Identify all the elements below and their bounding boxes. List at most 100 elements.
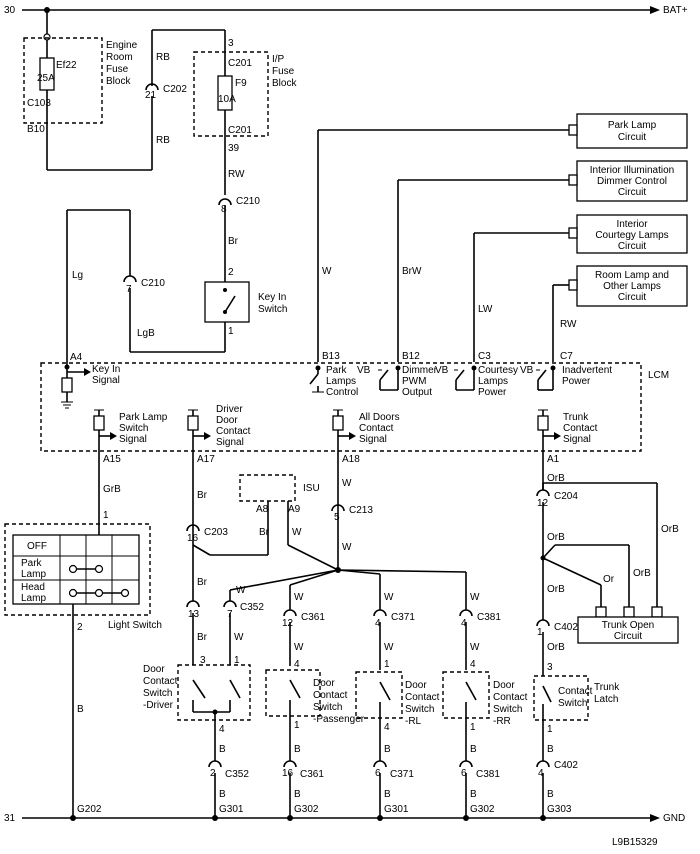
room-lamp-circuit-box bbox=[576, 265, 688, 307]
connector-c103: C103 bbox=[27, 98, 51, 109]
svg-text:W: W bbox=[384, 642, 394, 653]
svg-text:8: 8 bbox=[221, 204, 227, 215]
svg-text:A8: A8 bbox=[256, 504, 269, 515]
gnd-rail-name: GND bbox=[663, 813, 685, 824]
svg-text:Control: Control bbox=[326, 387, 358, 398]
key-in-resistor-icon bbox=[61, 377, 73, 393]
svg-text:Circuit: Circuit bbox=[618, 241, 647, 252]
svg-text:B: B bbox=[77, 704, 84, 715]
courtesy-lamps-circuit-box bbox=[576, 214, 688, 254]
svg-text:Signal: Signal bbox=[92, 375, 120, 386]
lcm-label: LCM bbox=[648, 370, 669, 381]
c203-junction: 16 C203 Br bbox=[186, 524, 268, 601]
svg-text:OrB: OrB bbox=[547, 584, 565, 595]
svg-text:4: 4 bbox=[384, 722, 390, 733]
svg-text:7: 7 bbox=[126, 284, 132, 295]
svg-text:Signal: Signal bbox=[216, 437, 244, 448]
svg-text:B: B bbox=[384, 744, 391, 755]
lcm-input-trunk-contact: Trunk Contact Signal A1 OrB bbox=[537, 409, 598, 490]
svg-text:Switch: Switch bbox=[313, 702, 342, 713]
svg-text:A18: A18 bbox=[342, 454, 360, 465]
svg-text:W: W bbox=[234, 632, 244, 643]
svg-text:Trunk Open: Trunk Open bbox=[602, 620, 654, 631]
svg-text:Contact: Contact bbox=[313, 690, 348, 701]
svg-text:B: B bbox=[470, 744, 477, 755]
svg-text:3: 3 bbox=[200, 655, 206, 666]
connector-c203: C203 bbox=[204, 527, 228, 538]
svg-text:1: 1 bbox=[537, 627, 543, 638]
svg-text:W: W bbox=[294, 592, 304, 603]
fuse-f9-rating: 10A bbox=[218, 94, 236, 105]
svg-text:VB: VB bbox=[520, 365, 534, 376]
svg-text:Power: Power bbox=[562, 376, 591, 387]
fuse-f9-label: F9 bbox=[235, 78, 247, 89]
svg-text:OrB: OrB bbox=[547, 532, 565, 543]
svg-text:Circuit: Circuit bbox=[618, 292, 647, 303]
svg-text:Contact: Contact bbox=[143, 676, 178, 687]
svg-text:Door: Door bbox=[143, 664, 165, 675]
svg-text:39: 39 bbox=[228, 143, 240, 154]
fuse-ef22-label: Ef22 bbox=[56, 60, 77, 71]
svg-text:4: 4 bbox=[538, 768, 544, 779]
svg-text:Lamps: Lamps bbox=[326, 376, 356, 387]
trunk-open-circuit-box bbox=[577, 616, 679, 644]
svg-text:Room: Room bbox=[106, 52, 133, 63]
connector-c371: C371 bbox=[391, 612, 415, 623]
svg-text:W: W bbox=[294, 642, 304, 653]
svg-text:Br: Br bbox=[228, 236, 239, 247]
svg-text:Block: Block bbox=[106, 76, 131, 87]
svg-text:Lamp: Lamp bbox=[21, 569, 46, 580]
svg-text:3: 3 bbox=[228, 38, 234, 49]
svg-text:LgB: LgB bbox=[137, 328, 155, 339]
door-switch-rr: 4 Door Contact Switch -RR 1 B 6 C381 B G… bbox=[442, 659, 528, 821]
svg-text:A17: A17 bbox=[197, 454, 215, 465]
svg-text:B13: B13 bbox=[322, 351, 340, 362]
svg-text:W: W bbox=[470, 642, 480, 653]
output-park-lamp: Park Lamp Circuit W B13 Park Lamps Contr… bbox=[309, 113, 688, 398]
svg-text:4: 4 bbox=[461, 618, 467, 629]
trunk-switch-contact-icon bbox=[542, 685, 552, 703]
svg-text:RB: RB bbox=[156, 135, 170, 146]
lcm-enclosure bbox=[40, 362, 642, 452]
svg-text:Signal: Signal bbox=[359, 434, 387, 445]
c213-junction: 5 C213 W W W W W bbox=[229, 504, 480, 610]
svg-text:Courtegy Lamps: Courtegy Lamps bbox=[595, 230, 668, 241]
svg-text:Signal: Signal bbox=[563, 434, 591, 445]
svg-text:G302: G302 bbox=[294, 804, 319, 815]
svg-text:Fuse: Fuse bbox=[106, 64, 129, 75]
svg-text:Driver: Driver bbox=[216, 404, 243, 415]
svg-text:3: 3 bbox=[547, 662, 553, 673]
svg-text:Circuit: Circuit bbox=[614, 631, 643, 642]
svg-text:-Driver: -Driver bbox=[143, 700, 174, 711]
svg-text:12: 12 bbox=[282, 618, 294, 629]
svg-text:All Doors: All Doors bbox=[359, 412, 400, 423]
key-in-switch-contact-icon bbox=[224, 295, 236, 313]
svg-text:Switch: Switch bbox=[119, 423, 148, 434]
driver-switch-contact-icon bbox=[192, 679, 206, 699]
lcm-input-driver-door: Driver Door Contact Signal A17 Br bbox=[187, 404, 251, 525]
svg-text:2: 2 bbox=[228, 267, 234, 278]
svg-text:OrB: OrB bbox=[547, 473, 565, 484]
svg-text:Interior Illumination: Interior Illumination bbox=[590, 165, 674, 176]
svg-text:Contact: Contact bbox=[563, 423, 598, 434]
connector-c213: C213 bbox=[349, 505, 373, 516]
svg-text:Park Lamp: Park Lamp bbox=[608, 120, 657, 131]
svg-text:VB: VB bbox=[435, 365, 449, 376]
svg-text:A1: A1 bbox=[547, 454, 560, 465]
svg-text:W: W bbox=[342, 542, 352, 553]
svg-text:GrB: GrB bbox=[103, 484, 121, 495]
svg-text:Door: Door bbox=[405, 680, 427, 691]
svg-text:Door: Door bbox=[313, 678, 335, 689]
pullup-resistor-icon bbox=[93, 415, 105, 431]
mid-connectors: 13 7 C352 Br W 12 C361 W 4 C371 W 4 C381… bbox=[186, 600, 501, 670]
svg-text:1: 1 bbox=[384, 659, 390, 670]
svg-text:A15: A15 bbox=[103, 454, 121, 465]
svg-text:PWM: PWM bbox=[402, 376, 426, 387]
svg-text:1: 1 bbox=[294, 720, 300, 731]
svg-text:Contact: Contact bbox=[359, 423, 394, 434]
svg-text:C7: C7 bbox=[560, 351, 573, 362]
svg-text:Trunk: Trunk bbox=[594, 682, 620, 693]
svg-text:Dimmer: Dimmer bbox=[402, 365, 438, 376]
svg-text:VB: VB bbox=[357, 365, 371, 376]
